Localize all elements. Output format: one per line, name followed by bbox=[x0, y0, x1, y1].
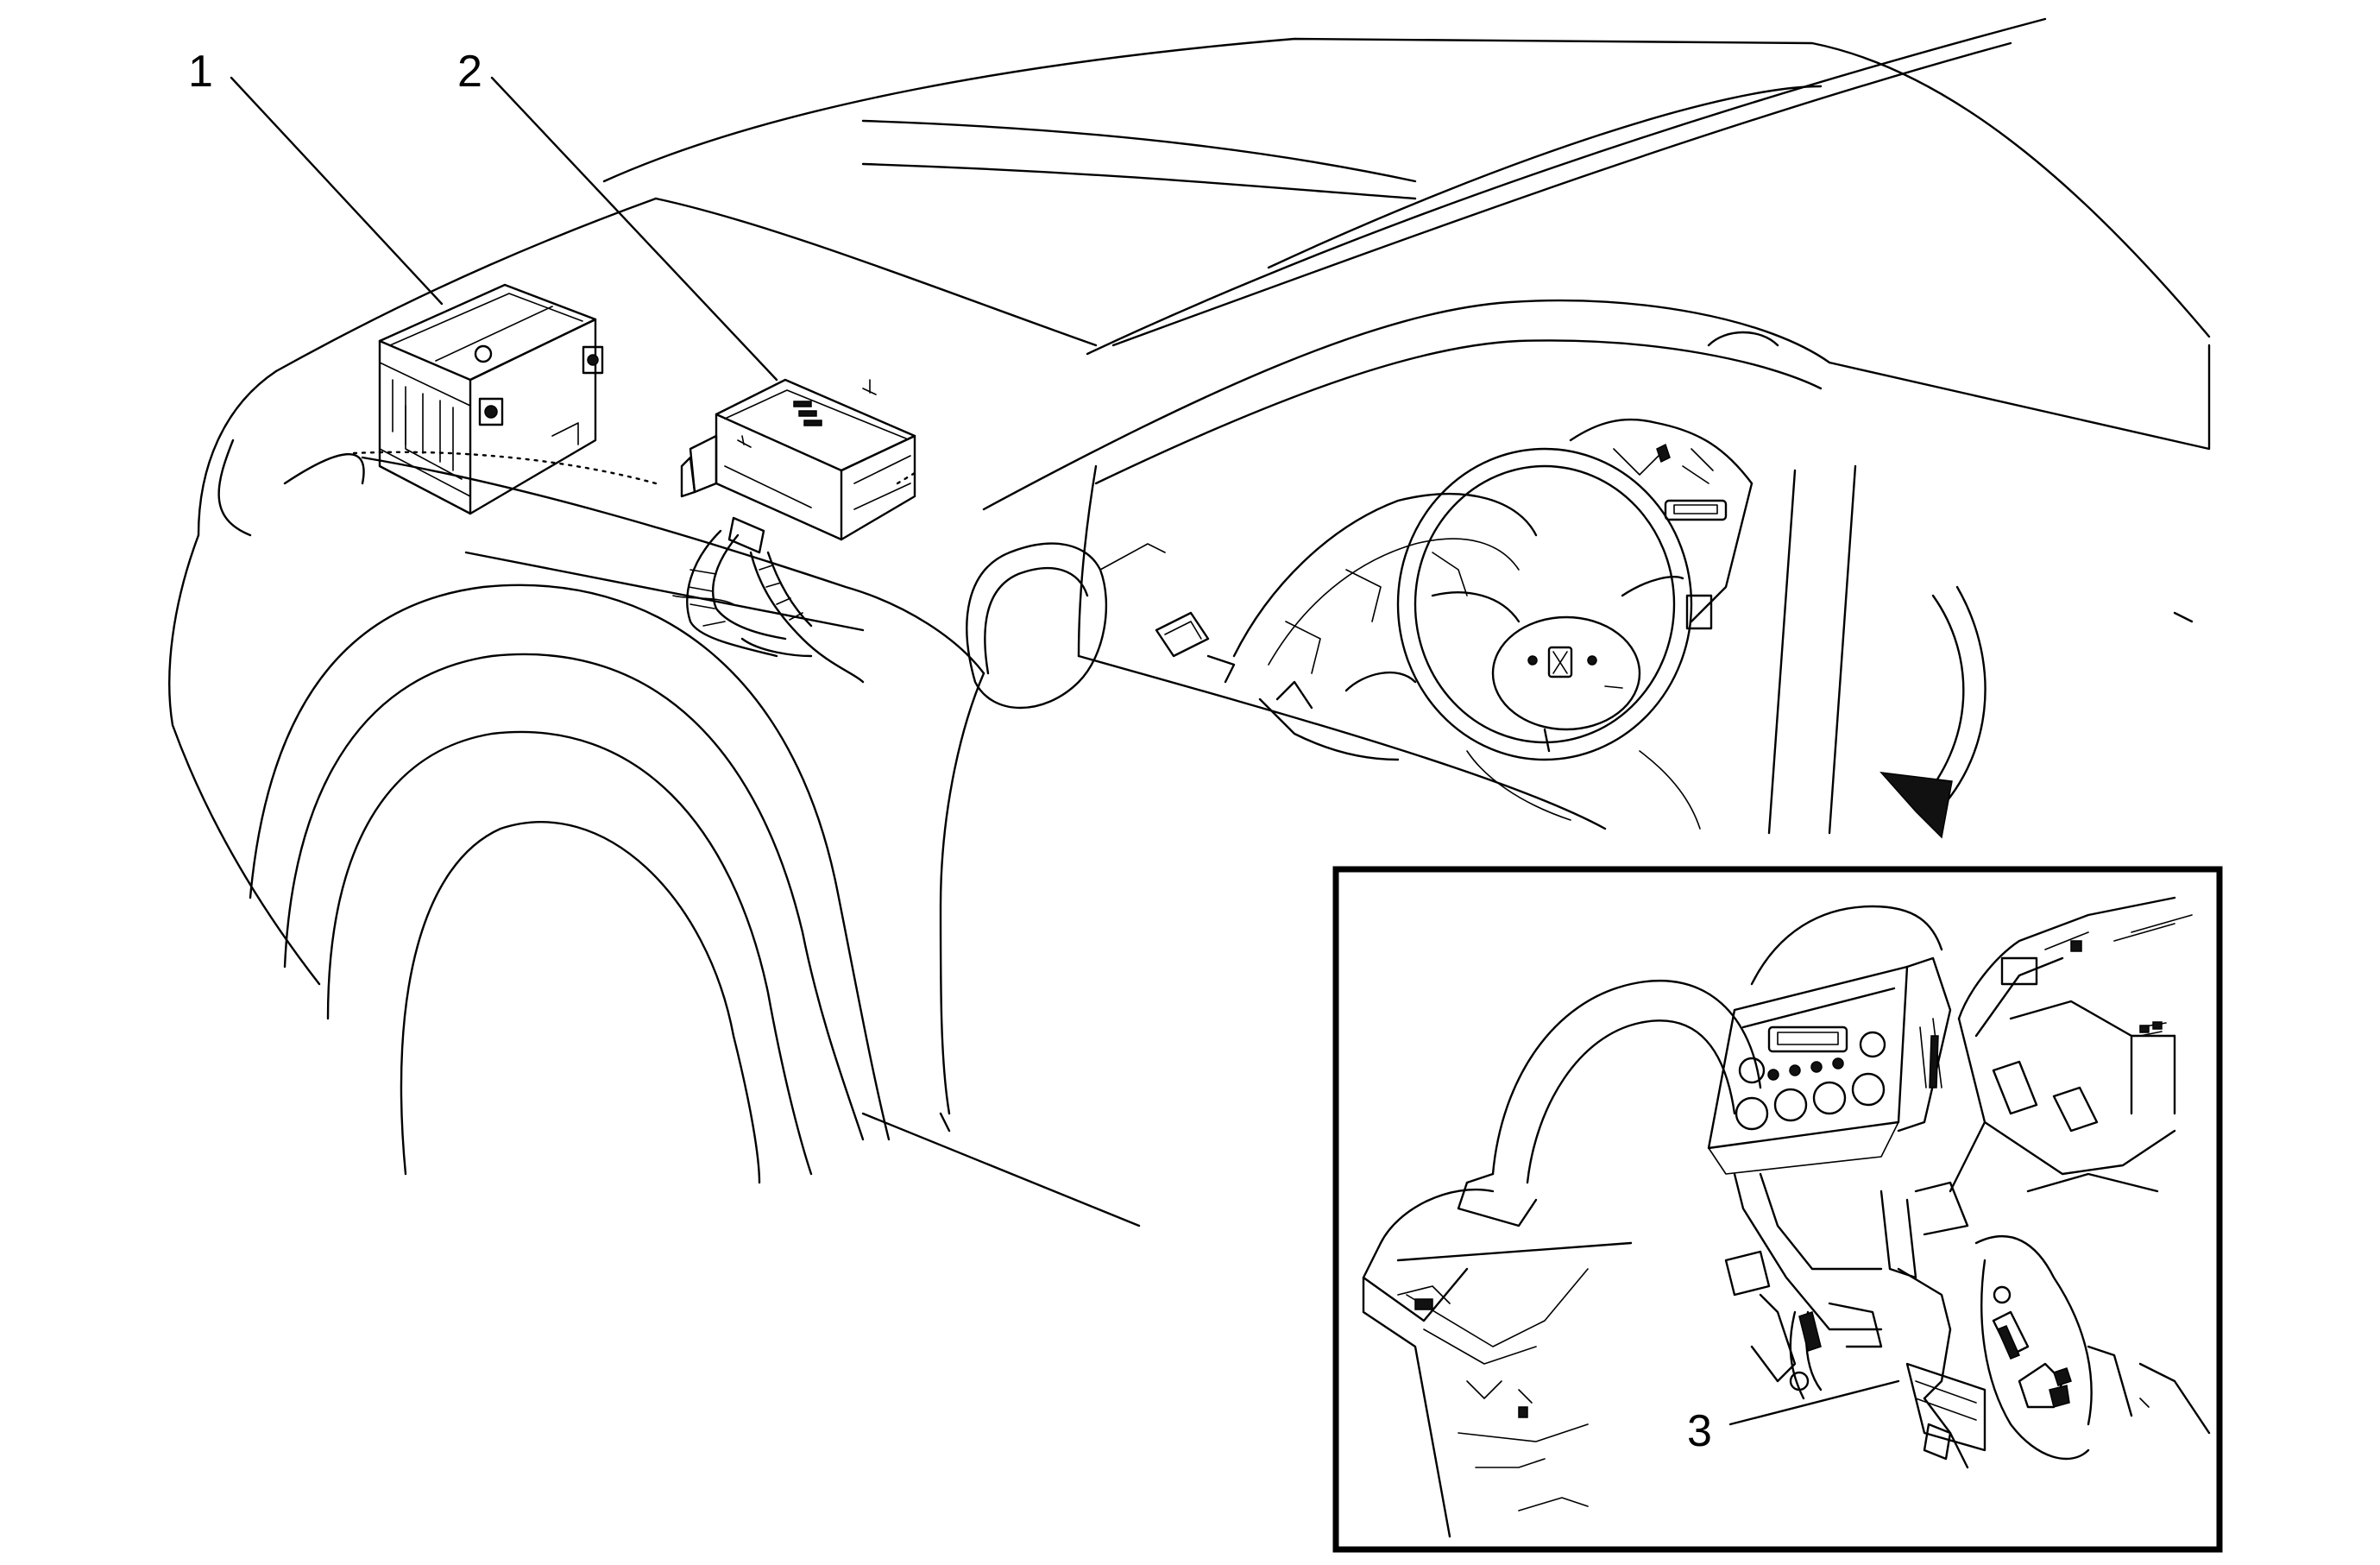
side-mirror bbox=[966, 542, 1166, 710]
callout-2-label: 2 bbox=[457, 47, 482, 97]
interior-dashboard bbox=[1155, 331, 1779, 830]
leader-lines bbox=[230, 76, 1900, 1426]
leader-line-2 bbox=[490, 76, 778, 382]
battery bbox=[378, 283, 604, 515]
detail-inset-view bbox=[1332, 866, 2223, 1553]
callout-1-label: 1 bbox=[188, 47, 213, 97]
dotted-connector-line bbox=[352, 451, 658, 485]
leader-line-1 bbox=[230, 76, 444, 306]
curved-direction-arrow bbox=[1879, 585, 1986, 839]
vehicle-body-outline bbox=[168, 17, 2211, 1227]
leader-line-3 bbox=[1728, 1379, 1900, 1426]
callout-3-label: 3 bbox=[1687, 1406, 1712, 1456]
underhood-fuse-block bbox=[672, 378, 916, 684]
